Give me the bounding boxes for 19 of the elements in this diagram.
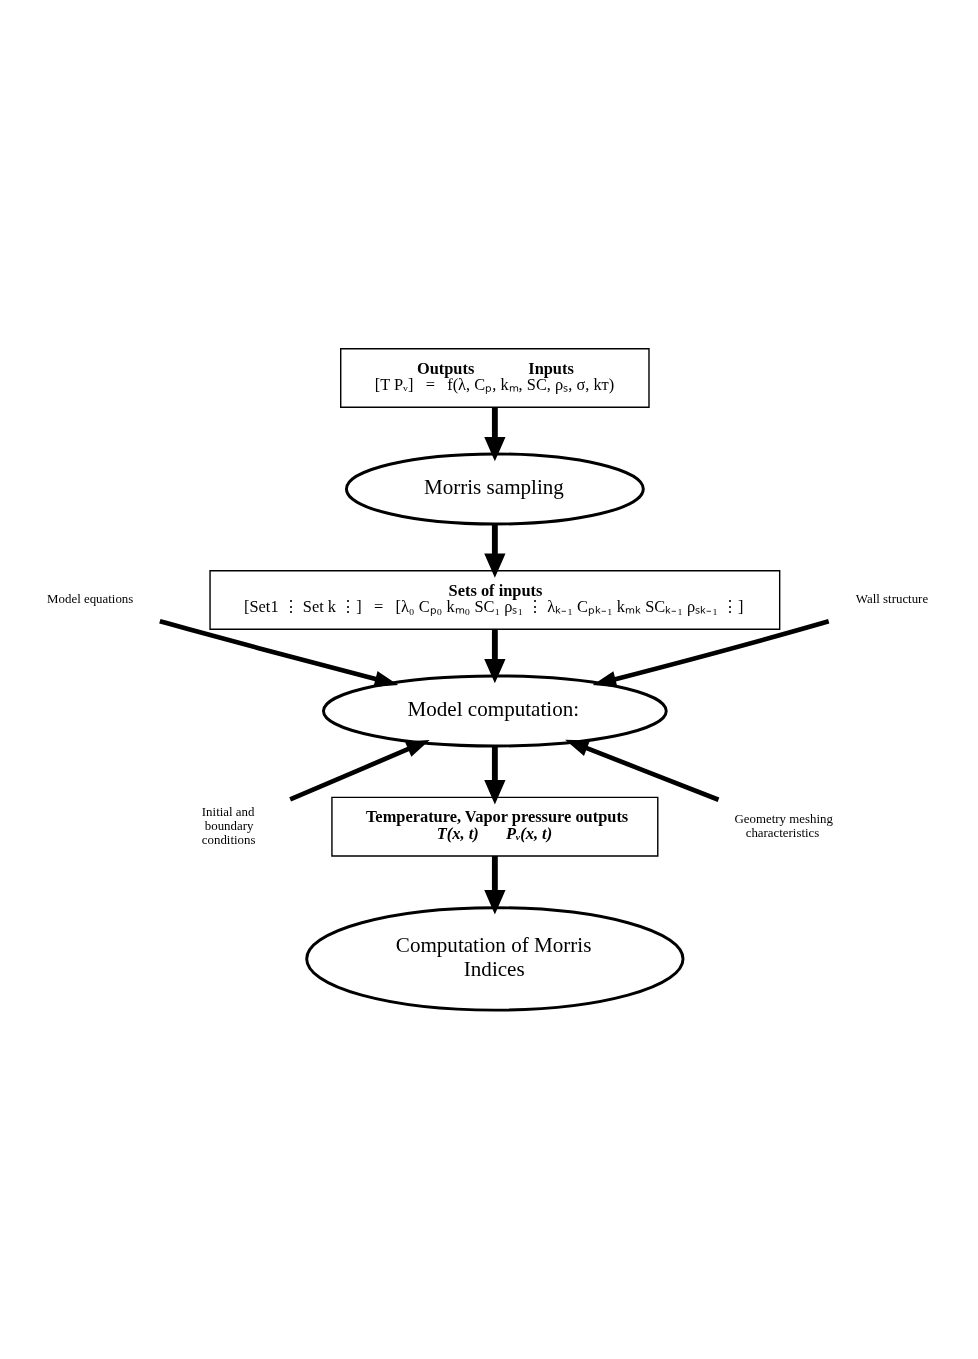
node-text: Geometry meshing characteristics [734,811,833,840]
node-box: Sets of inputs [Set1 ⋮ Set k ⋮] = [λ₀ Cₚ₀ kₘ₀ SC₁ ρₛ₁ ⋮ λₖ₋₁ Cₚₖ₋₁ kₘₖ SCₖ₋₁ ρₛₖ₋₁ ⋮] [209,569,781,630]
arrow [565,739,720,802]
node-ellipse: Computation of Morris Indices [305,906,685,1012]
node-box: Temperature, Vapor pressure outputs T(x, t) Pᵥ(x, t) [331,796,659,857]
node-ellipse: Morris sampling [344,452,645,526]
node-text: Initial and boundary conditions [201,804,256,848]
arrow [484,629,506,684]
arrow [484,407,506,462]
node-text: Model equations [47,592,134,607]
node-box: Outputs Inputs [T Pᵥ] = f(λ, Cₚ, kₘ, SC, ρₛ, σ, kᴛ) [340,348,650,408]
arrow [592,618,830,688]
node-ellipse: Model computation: [322,674,668,748]
arrow [484,523,506,578]
node-text: Wall structure [855,592,929,607]
arrow [289,739,430,802]
arrow [159,618,399,687]
arrow [484,745,506,805]
arrow [484,856,506,915]
